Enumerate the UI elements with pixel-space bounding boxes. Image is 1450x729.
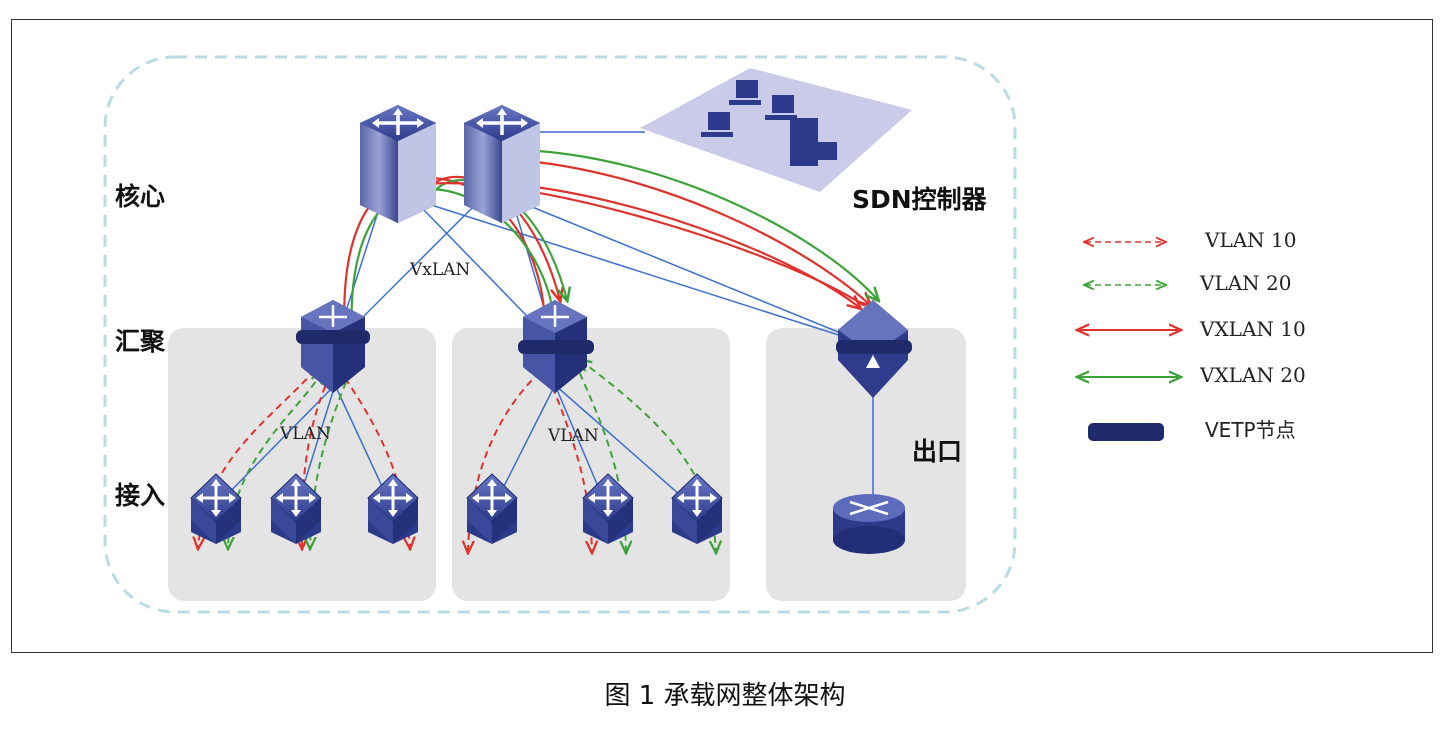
vxlan-core-label: VxLAN [410,260,471,280]
core-switch-2 [462,103,542,225]
zone-left [168,328,436,601]
sdn-controller-panel [640,68,912,192]
layer-label-aggregation: 汇聚 [115,327,166,356]
sdn-controller-label: SDN控制器 [852,185,987,214]
vlan-left-label: VLAN [280,424,331,444]
vlan-middle-label: VLAN [548,426,599,446]
figure-caption: 图 1 承载网整体架构 [604,681,846,711]
vetp-node-3 [836,340,912,354]
layer-label-core: 核心 [115,182,166,211]
legend-label-vetp: VETP节点 [1205,418,1296,442]
core-switch-1 [358,103,438,225]
egress-label: 出口 [912,437,963,466]
legend-label-vxlan20: VXLAN 20 [1200,363,1306,387]
legend-bar-vetp [1088,423,1164,441]
legend-label-vxlan10: VXLAN 10 [1200,317,1306,341]
egress-router [833,494,905,554]
legend-graphics [1078,242,1180,441]
vetp-node-2 [518,340,594,354]
layer-label-access: 接入 [115,481,166,510]
legend-label-vlan20: VLAN 20 [1200,271,1292,295]
legend-label-vlan10: VLAN 10 [1205,228,1297,252]
vetp-node-1 [296,330,370,344]
network-boundary [103,55,1017,614]
zone-egress [766,328,966,601]
